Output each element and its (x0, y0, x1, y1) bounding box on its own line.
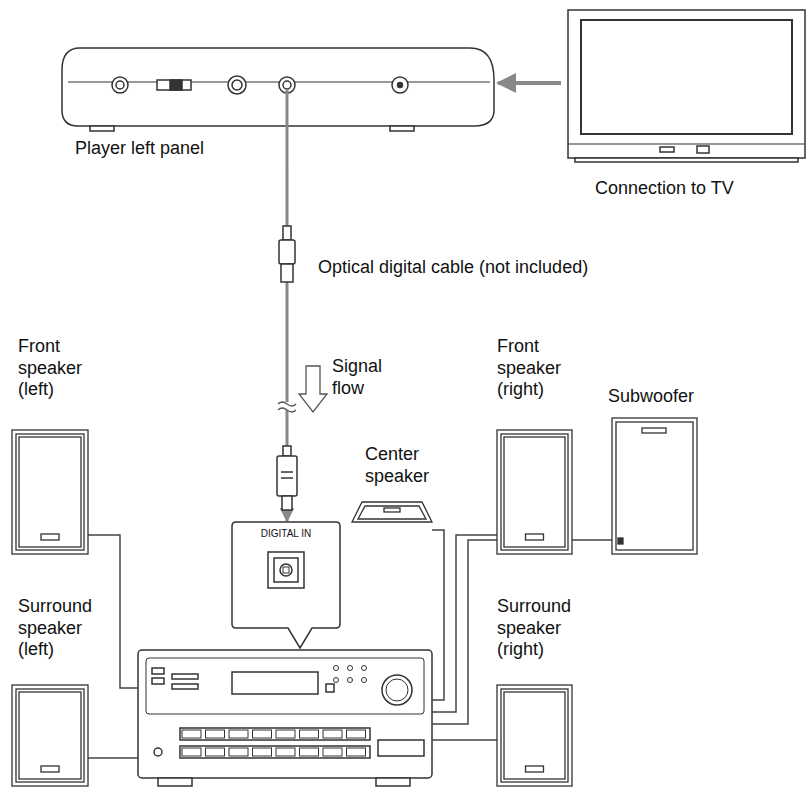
device-label: Connection to TV (595, 178, 805, 200)
receiver-buttons (182, 666, 367, 757)
av-receiver (138, 650, 432, 786)
optical-plug (277, 226, 297, 510)
device-node: Front speaker (right) (494, 336, 586, 558)
device-node: Connection to TV (565, 8, 808, 208)
device-node: DIGITAL IN (232, 522, 340, 628)
device-label: Front speaker (right) (497, 336, 581, 401)
annotation-label: Signal flow (332, 356, 394, 399)
cable-break (278, 402, 296, 412)
device-node: Front speaker (left) (10, 336, 102, 558)
device-label: Subwoofer (608, 386, 708, 408)
device-outline (604, 386, 708, 558)
device-node: Center speaker (352, 444, 438, 526)
device-label: Surround speaker (right) (497, 596, 593, 661)
device-node: Player left panel (60, 40, 496, 165)
direction-arrow (498, 81, 561, 85)
device-node: Surround speaker (left) (10, 596, 110, 790)
annotation-label: Optical digital cable (not included) (318, 257, 638, 279)
device-node: Subwoofer (604, 386, 708, 558)
device-label: DIGITAL IN (232, 528, 340, 540)
device-label: Front speaker (left) (18, 336, 102, 401)
device-label: Surround speaker (left) (18, 596, 110, 661)
device-label: Center speaker (365, 444, 437, 487)
device-node: Surround speaker (right) (494, 596, 594, 790)
device-label: Player left panel (75, 138, 295, 160)
signal-flow-arrow (299, 366, 327, 412)
